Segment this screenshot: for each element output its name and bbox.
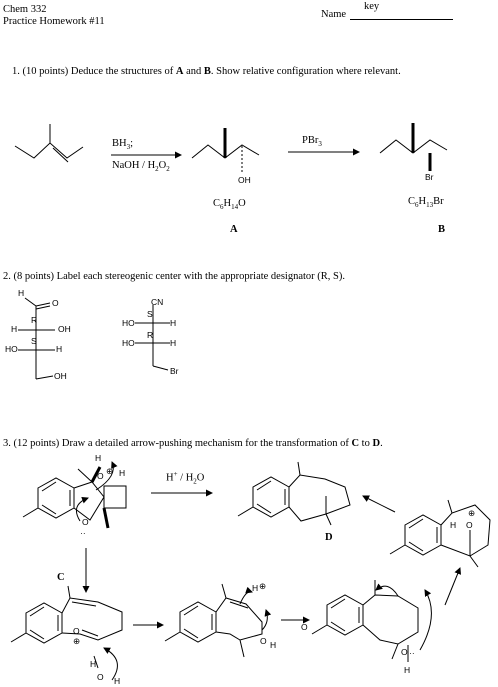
q2-m2-s: S — [147, 309, 153, 319]
q3-int3-lonepair: ·· — [409, 648, 415, 658]
name-label: Name — [321, 9, 347, 20]
q3-int1-h: H — [90, 659, 97, 669]
course-title: Chem 332 — [3, 4, 47, 15]
q2-fischer-2 — [135, 305, 170, 371]
q2-m1-oh: OH — [58, 324, 71, 334]
q3-label-d: D — [325, 532, 333, 543]
name-value: key — [364, 1, 380, 12]
q3-int4-plus: ⊕ — [468, 508, 476, 518]
q3-compound-d — [237, 461, 351, 526]
q3-label-c: C — [57, 572, 65, 583]
q1-oh-label: OH — [238, 175, 251, 185]
q1-prompt: 1. (10 points) Deduce the structures of … — [12, 66, 401, 77]
q3-int2-h2: H — [270, 640, 277, 650]
q3-intermediate-4 — [389, 499, 491, 568]
q2-m2-h: H — [170, 318, 177, 328]
q2-fischer-1 — [18, 297, 55, 380]
q3-c-plus: ⊕ — [106, 466, 114, 476]
q2-m1-h2: H — [11, 324, 18, 334]
q1-reagent-bh3: BH3; — [112, 138, 134, 152]
q3-intermediate-3 — [311, 580, 432, 662]
q2-prompt: 2. (8 points) Label each stereogenic cen… — [3, 271, 346, 282]
q3-int3-o: O — [401, 647, 408, 657]
q3-int2-o: O — [260, 636, 267, 646]
q3-arrow-3-4 — [444, 567, 461, 606]
q1-br-label: Br — [425, 172, 434, 182]
q1-label-a: A — [230, 224, 238, 235]
q3-int3-o2: O — [301, 622, 308, 632]
q2-m1-h3: H — [56, 344, 63, 354]
name-underline — [350, 19, 453, 20]
q3-int1-plus: ⊕ — [73, 636, 81, 646]
q3-int4-o: O — [466, 520, 473, 530]
q2-m1-ho: HO — [5, 344, 18, 354]
q2-m1-oh2: OH — [54, 371, 67, 381]
q1-label-b: B — [438, 224, 446, 235]
q3-arrow-4-d — [362, 495, 396, 513]
q1-reagent-naoh: NaOH / H2O2 — [112, 160, 170, 174]
q3-prompt: 3. (12 points) Draw a detailed arrow-pus… — [3, 438, 383, 449]
q2-m2-h2: H — [170, 338, 177, 348]
q3-c-h-top: H — [95, 453, 102, 463]
q3-c-lonepair: ·· — [80, 528, 86, 538]
q2-m1-o: O — [52, 298, 59, 308]
q3-int3-h: H — [404, 665, 411, 675]
q1-reagent-pbr3: PBr3 — [302, 135, 322, 149]
q3-compound-c — [22, 461, 127, 529]
q3-c-o-plus: O — [97, 471, 104, 481]
q3-c-h-right: H — [119, 468, 126, 478]
assignment-title: Practice Homework #11 — [3, 16, 105, 27]
q1-formula-a: C6H14O — [213, 198, 246, 212]
q3-int4-h: H — [450, 520, 457, 530]
q1-formula-b: C6H13Br — [408, 196, 444, 210]
q3-int1-o: O — [73, 626, 80, 636]
q3-intermediate-1 — [10, 585, 123, 681]
q3-int2-plus: ⊕ — [259, 581, 267, 591]
q1-product-b — [379, 123, 448, 171]
q3-int2-h: H — [252, 583, 259, 593]
q2-m2-r: R — [147, 330, 154, 340]
q3-c-o-ring: O — [82, 517, 89, 527]
q2-m1-s: S — [31, 336, 37, 346]
q2-m2-ho2: HO — [122, 338, 135, 348]
q2-m1-r: R — [31, 315, 38, 325]
q1-product-a — [191, 128, 260, 173]
q2-m2-ho: HO — [122, 318, 135, 328]
q3-int1-o2: O — [97, 672, 104, 682]
q3-int1-h2: H — [114, 676, 121, 686]
q1-alkene — [14, 124, 84, 163]
q3-intermediate-2 — [164, 583, 272, 658]
q2-m2-br: Br — [170, 366, 179, 376]
q3-reagent: H+ / H2O — [166, 470, 205, 486]
q2-m1-h: H — [18, 288, 25, 298]
q2-m2-cn: CN — [151, 297, 164, 307]
